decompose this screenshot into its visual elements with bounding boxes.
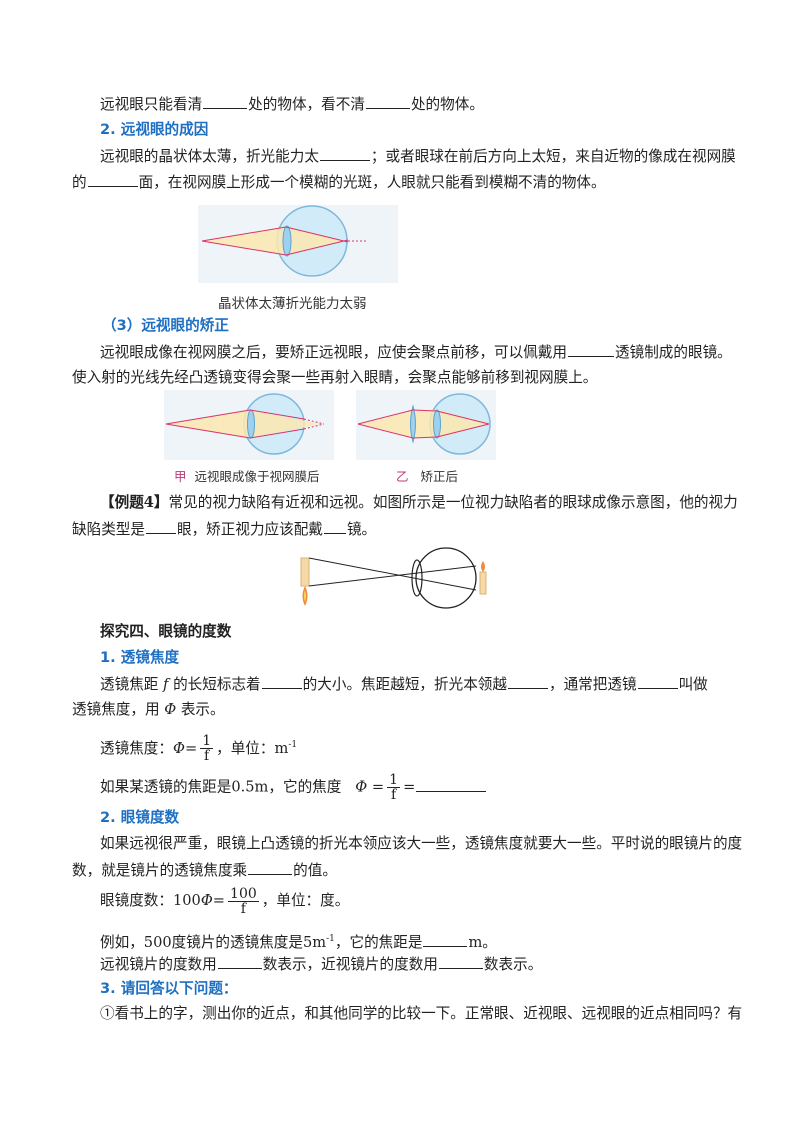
section-heading: 2. 远视眼的成因 xyxy=(100,121,209,138)
hyperopia-cause-diagram xyxy=(198,205,398,283)
fill-blank[interactable] xyxy=(319,146,370,161)
text-line: 透镜焦度，用 Φ 表示。 xyxy=(72,701,225,718)
section-heading: 2. 眼镜度数 xyxy=(100,809,180,826)
fill-blank[interactable] xyxy=(507,674,548,689)
text-line: 如果远视很严重，眼镜上凸透镜的折光本领应该大一些，透镜焦度就要大一些。平时说的眼… xyxy=(100,835,743,852)
text-line: 远视眼只能看清处的物体，看不清处的物体。 xyxy=(100,94,484,113)
text-line: ①看书上的字，测出你的近点，和其他同学的比较一下。正常眼、近视眼、远视眼的近点相… xyxy=(100,1005,743,1022)
fill-blank[interactable] xyxy=(248,860,293,875)
fill-blank[interactable] xyxy=(416,777,487,792)
fill-blank[interactable] xyxy=(217,954,262,969)
section-heading: （3）远视眼的矫正 xyxy=(102,317,229,334)
text-line: 透镜焦距 f 的长短标志着的大小。焦距越短，折光本领越，通常把透镜叫做 xyxy=(100,674,708,693)
example-tag: 【例题4】 xyxy=(100,494,169,511)
text-line: 缺陷类型是眼，矫正视力应该配戴镜。 xyxy=(72,519,377,538)
text-line: 远视眼的晶状体太薄，折光能力太；或者眼球在前后方向上太短，来自近物的像成在视网膜 xyxy=(100,146,736,165)
hyperopia-corrected-diagram xyxy=(356,390,496,460)
text-line: 远视镜片的度数用数表示，近视镜片的度数用数表示。 xyxy=(100,954,543,973)
fill-blank[interactable] xyxy=(323,519,346,534)
fill-blank[interactable] xyxy=(87,172,138,187)
section-heading: 探究四、眼镜的度数 xyxy=(100,623,232,640)
fill-blank[interactable] xyxy=(203,94,248,109)
text-line: 使入射的光线先经凸透镜变得会聚一些再射入眼睛，会聚点能够前移到视网膜上。 xyxy=(72,369,598,386)
fill-blank[interactable] xyxy=(145,519,176,534)
section-heading: 1. 透镜焦度 xyxy=(100,649,180,666)
section-heading: 3. 请回答以下问题： xyxy=(100,980,238,997)
text-line: 数，就是镜片的透镜焦度乘的值。 xyxy=(72,860,337,879)
fill-blank[interactable] xyxy=(423,932,468,947)
fill-blank[interactable] xyxy=(438,954,483,969)
fill-blank[interactable] xyxy=(365,94,410,109)
text-line: 的面，在视网膜上形成一个模糊的光斑，人眼就只能看到模糊不清的物体。 xyxy=(72,172,606,191)
text-line: 远视眼成像在视网膜之后，要矫正远视眼，应使会聚点前移，可以佩戴用透镜制成的眼镜。 xyxy=(100,342,732,361)
text-line: 【例题4】常见的视力缺陷有近视和远视。如图所示是一位视力缺陷者的眼球成像示意图，… xyxy=(100,494,738,511)
figure-caption: 晶状体太薄折光能力太弱 xyxy=(218,296,367,312)
hyperopia-uncorrected-diagram xyxy=(164,390,334,460)
fill-blank[interactable] xyxy=(261,674,302,689)
figure-caption-jia: 甲 远视眼成像于视网膜后 xyxy=(174,469,320,484)
fill-blank[interactable] xyxy=(637,674,678,689)
example4-eye-diagram xyxy=(300,547,487,609)
figure-caption-yi: 乙 矫正后 xyxy=(396,469,458,484)
fill-blank[interactable] xyxy=(568,342,615,357)
